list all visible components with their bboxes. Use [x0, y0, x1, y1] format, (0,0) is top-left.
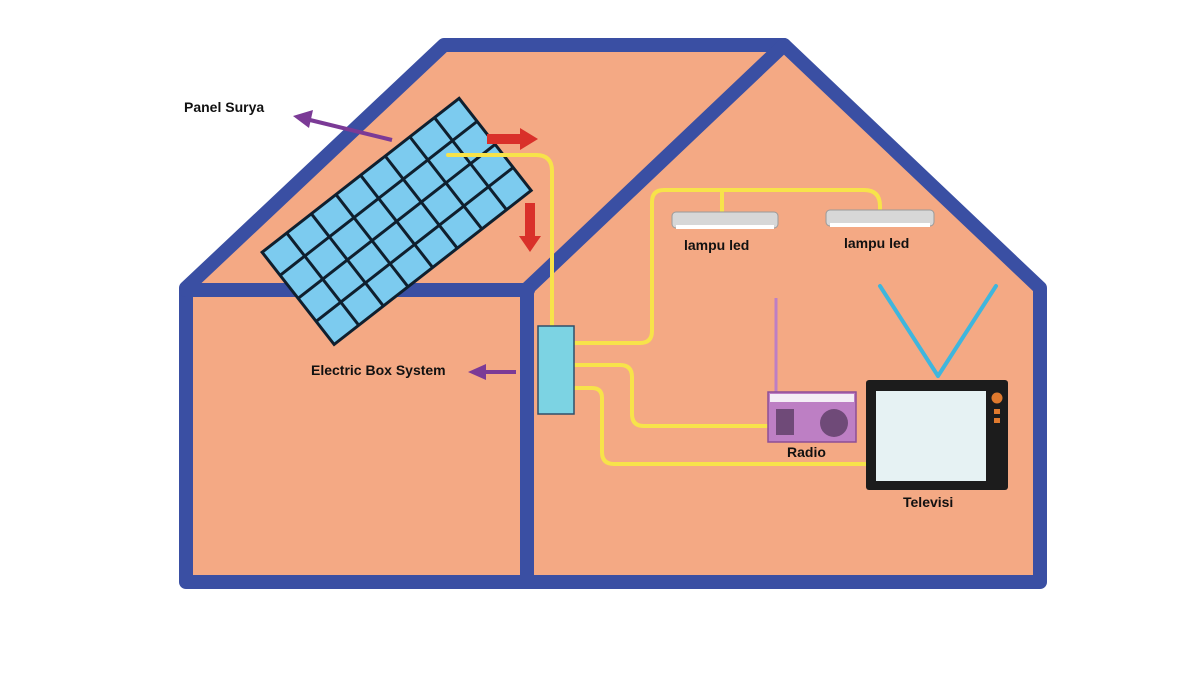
- solar-cell: [288, 215, 328, 254]
- television-icon: [866, 284, 1008, 490]
- solar-cell: [423, 185, 462, 224]
- electric-box-label: Electric Box System: [311, 362, 446, 378]
- solar-cells: [264, 100, 530, 343]
- television-label: Televisi: [903, 494, 953, 510]
- solar-cell: [454, 123, 494, 162]
- solar-cell: [447, 165, 487, 204]
- radio-icon: [767, 298, 857, 443]
- energy-flow-arrows: [487, 128, 541, 252]
- solar-cell: [282, 258, 321, 297]
- solar-cell: [490, 169, 530, 208]
- solar-cell: [392, 246, 431, 285]
- pointer-line-solar: [309, 118, 393, 142]
- tv-knob-small-1: [994, 409, 1000, 414]
- gable-roof-line-left: [521, 38, 791, 295]
- flow-arrow-down: [519, 203, 541, 252]
- wire-box-to-tv: [573, 386, 868, 466]
- tv-antenna-left: [878, 284, 940, 378]
- solar-cell: [306, 238, 346, 278]
- solar-cell: [324, 261, 364, 301]
- radio-top-strip: [770, 394, 854, 402]
- led-lamp-glow: [676, 225, 774, 229]
- radio-speaker-left: [776, 409, 794, 435]
- flow-arrow-right: [487, 128, 538, 150]
- solar-cell: [465, 188, 505, 227]
- tv-antenna-right: [936, 284, 998, 378]
- solar-cell: [367, 265, 406, 304]
- solar-cell: [387, 138, 426, 178]
- solar-cell: [429, 142, 469, 181]
- solar-cell: [356, 200, 395, 239]
- solar-cell: [398, 204, 438, 243]
- solar-cell: [349, 242, 388, 281]
- wire-box-to-radio: [573, 363, 770, 428]
- tv-knob-large: [991, 392, 1003, 404]
- tv-screen: [876, 391, 986, 481]
- wire-panel-to-box: [446, 153, 554, 328]
- pointer-head-box: [468, 364, 486, 380]
- radio-label: Radio: [787, 444, 826, 460]
- solar-cell: [380, 181, 420, 220]
- solar-cell: [416, 227, 456, 266]
- wire-box-to-lamps: [573, 188, 882, 345]
- tv-knob-small-2: [994, 418, 1000, 423]
- solar-cell: [436, 100, 476, 139]
- pointer-arrows: [293, 110, 516, 380]
- led-lamp-glow: [830, 223, 930, 227]
- led-lamp-2: [825, 209, 935, 227]
- led-lamp-1: [671, 211, 779, 229]
- solar-cell: [331, 219, 370, 258]
- solar-cell: [313, 196, 352, 235]
- led-lamp-1-label: lampu led: [684, 237, 749, 253]
- solar-cell: [342, 285, 382, 324]
- led-lamp-2-label: lampu led: [844, 235, 909, 251]
- solar-cell: [338, 177, 377, 216]
- house-outline: [179, 38, 1047, 589]
- solar-cell: [441, 208, 480, 247]
- solar-cell: [374, 223, 413, 262]
- solar-cell: [300, 281, 339, 320]
- radio-speaker-right: [820, 409, 848, 437]
- solar-panel-label: Panel Surya: [184, 99, 264, 115]
- solar-cell: [411, 119, 451, 158]
- wiring: [446, 153, 882, 466]
- electric-box-icon: [537, 325, 575, 415]
- solar-panel-icon: [260, 96, 534, 347]
- solar-cell: [405, 161, 444, 201]
- solar-cell: [318, 304, 357, 343]
- pointer-head-solar: [293, 110, 313, 128]
- solar-cell: [264, 235, 303, 274]
- solar-cell: [362, 158, 402, 197]
